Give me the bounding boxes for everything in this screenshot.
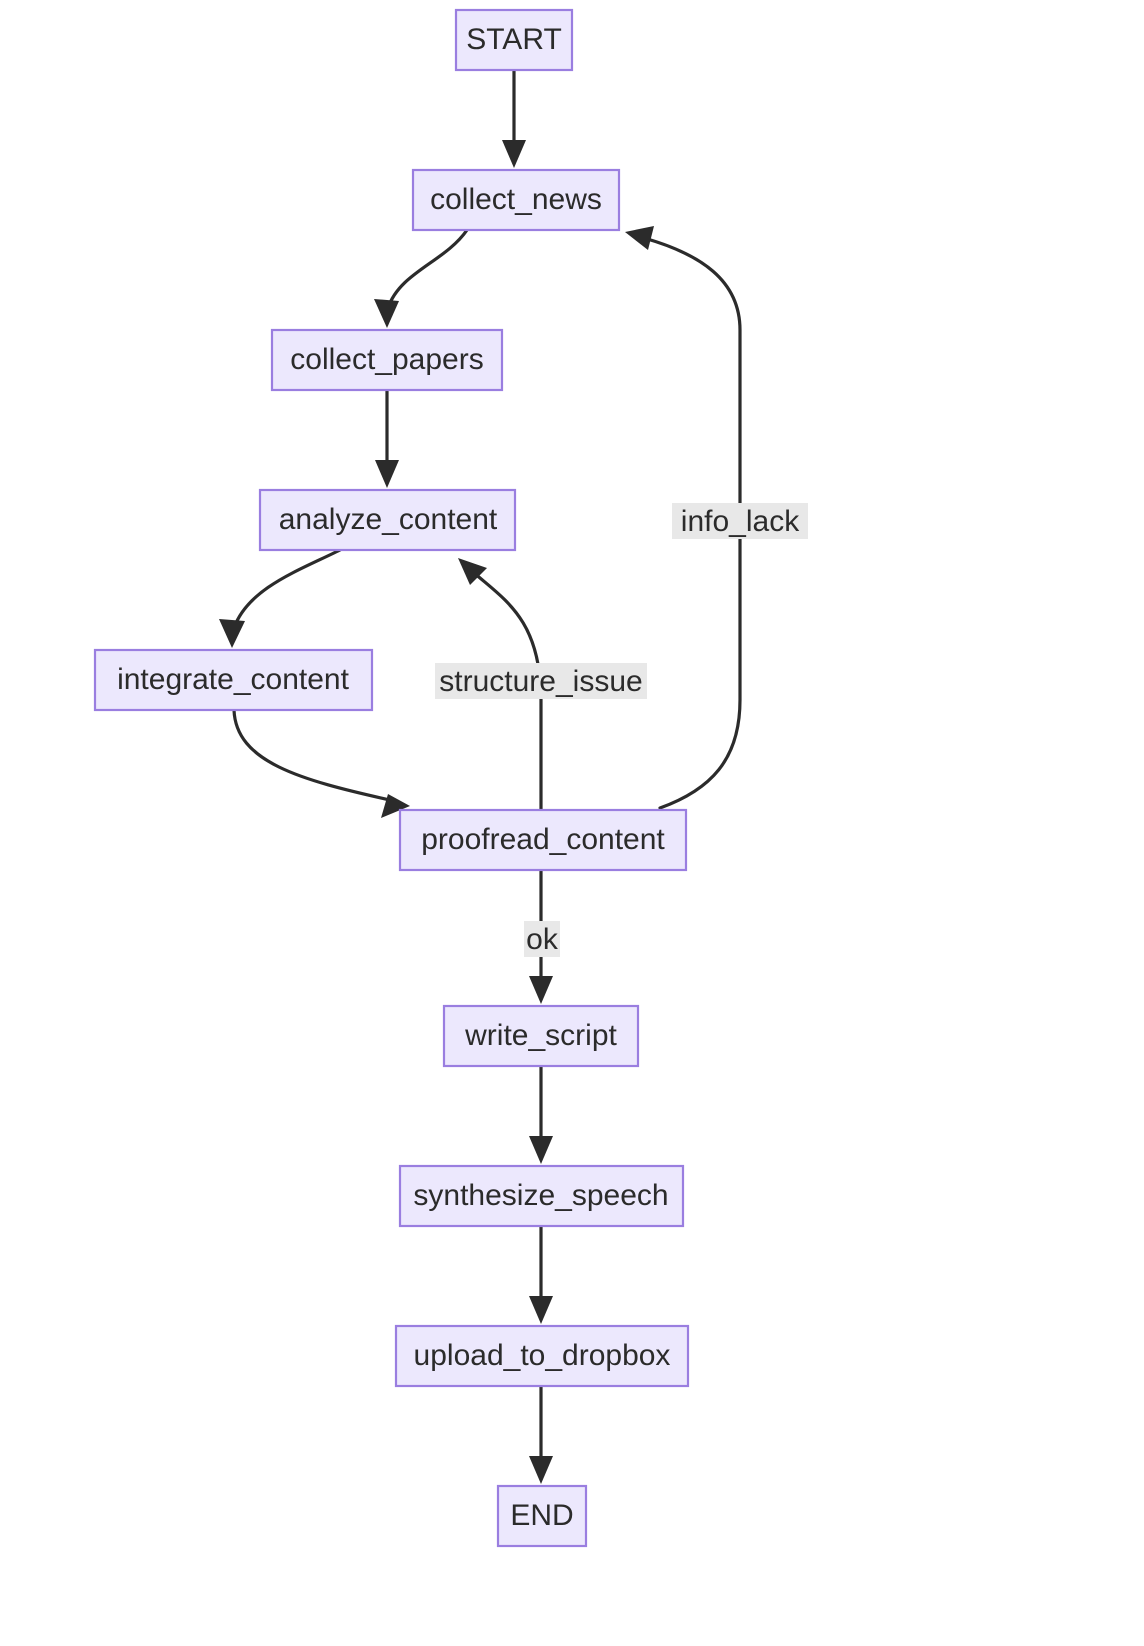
- node-analyze-content[interactable]: analyze_content: [258, 488, 517, 552]
- node-end[interactable]: END: [496, 1484, 588, 1548]
- node-box[interactable]: [270, 328, 504, 392]
- nodes-layer: START collect_news collect_papers analyz…: [93, 8, 690, 1548]
- node-box[interactable]: [496, 1484, 588, 1548]
- node-box[interactable]: [442, 1004, 640, 1068]
- node-collect-papers[interactable]: collect_papers: [270, 328, 504, 392]
- node-box[interactable]: [93, 648, 374, 712]
- node-box[interactable]: [398, 808, 688, 872]
- arrow-head-icon: [529, 976, 553, 1004]
- node-box[interactable]: [454, 8, 574, 72]
- arrow-head-icon: [529, 1136, 553, 1164]
- edge-proofread-content-to-analyze-content: structure_issue: [435, 558, 647, 812]
- arrow-head-icon: [381, 794, 410, 818]
- arrow-head-icon: [374, 299, 399, 328]
- edge-analyze-content-to-integrate-content: [219, 548, 342, 648]
- arrow-head-icon: [219, 619, 245, 648]
- edge-proofread-content-to-collect-news: info_lack: [625, 226, 808, 810]
- arrow-head-icon: [375, 460, 399, 488]
- edge-start-to-collect-news: [502, 68, 526, 168]
- edge-path: [386, 228, 469, 310]
- edge-label-background: [524, 921, 560, 957]
- arrow-head-icon: [529, 1456, 553, 1484]
- node-integrate-content[interactable]: integrate_content: [93, 648, 374, 712]
- edge-synthesize-speech-to-upload-to-dropbox: [529, 1224, 553, 1324]
- node-box[interactable]: [411, 168, 621, 232]
- edge-label-background: [672, 503, 808, 539]
- node-upload-to-dropbox[interactable]: upload_to_dropbox: [394, 1324, 690, 1388]
- edge-write-script-to-synthesize-speech: [529, 1064, 553, 1164]
- node-synthesize-speech[interactable]: synthesize_speech: [398, 1164, 685, 1228]
- edge-path: [232, 548, 342, 630]
- node-proofread-content[interactable]: proofread_content: [398, 808, 688, 872]
- arrow-head-icon: [502, 140, 526, 168]
- edge-label-background: [435, 663, 647, 699]
- edge-path: [232, 708, 392, 802]
- edges-layer: structure_issue info_lack ok: [219, 68, 808, 1484]
- arrow-head-icon: [458, 558, 487, 585]
- node-box[interactable]: [258, 488, 517, 552]
- edge-collect-papers-to-analyze-content: [375, 388, 399, 488]
- edge-integrate-content-to-proofread-content: [232, 708, 410, 818]
- node-start[interactable]: START: [454, 8, 574, 72]
- node-box[interactable]: [398, 1164, 685, 1228]
- edge-upload-to-dropbox-to-end: [529, 1384, 553, 1484]
- edge-proofread-content-to-write-script: ok: [524, 868, 560, 1004]
- node-box[interactable]: [394, 1324, 690, 1388]
- node-write-script[interactable]: write_script: [442, 1004, 640, 1068]
- arrow-head-icon: [625, 226, 654, 250]
- arrow-head-icon: [529, 1296, 553, 1324]
- edge-collect-news-to-collect-papers: [374, 228, 469, 328]
- node-collect-news[interactable]: collect_news: [411, 168, 621, 232]
